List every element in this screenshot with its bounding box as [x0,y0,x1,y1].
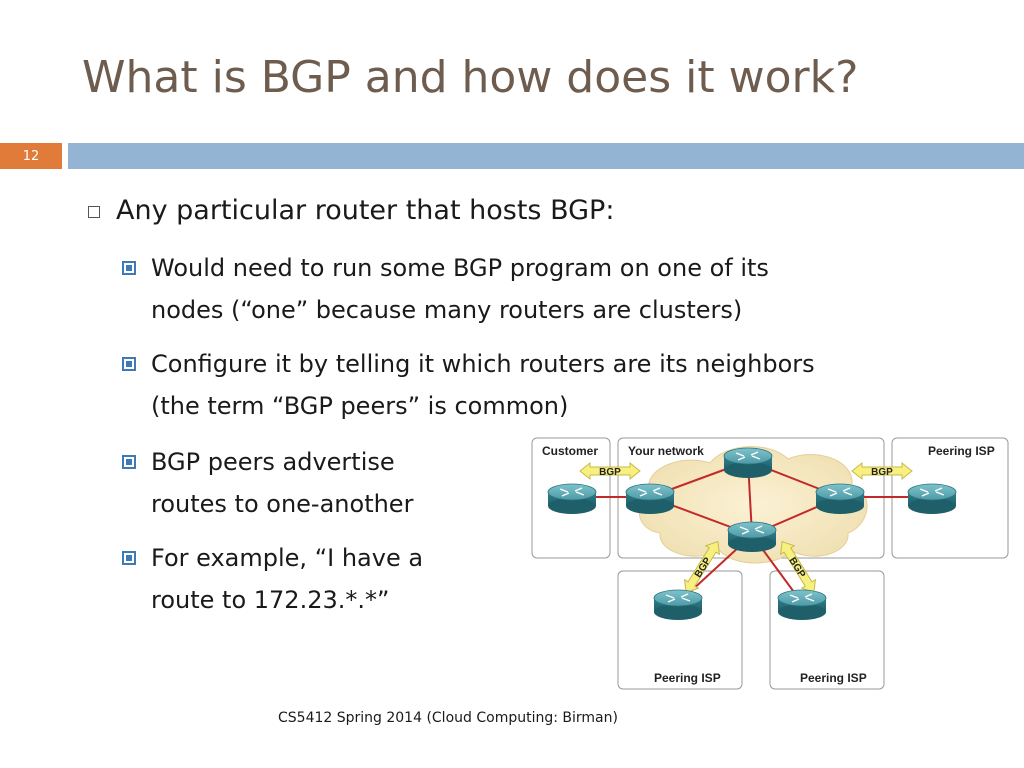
peering-isp-right-router-icon [907,483,957,515]
bullet-text-line-1: BGP peers advertise [151,448,395,476]
network-cloud [639,446,868,564]
peering-isp-bottom-right-router-icon [777,589,827,621]
bgp-arrow-label: BGP [871,467,893,478]
network-router-top-icon [723,447,773,479]
slide-number: 12 [0,143,62,169]
bullet-text-line-2: routes to one-another [151,490,414,518]
sub-bullet-configure-neighbors: Configure it by telling it which routers… [122,343,972,427]
sub-bullet-run-bgp-program: Would need to run some BGP program on on… [122,247,972,331]
bgp-arrow-customer: BGP [579,461,641,481]
network-router-right-icon [815,483,865,515]
peering-isp-bottom-left-router-icon [653,589,703,621]
filled-square-bullet-icon [122,261,136,275]
bullet-text-line-1: Would need to run some BGP program on on… [151,254,769,282]
network-router-bottom-icon [727,521,777,553]
bullet-text-line-1: For example, “I have a [151,544,424,572]
bgp-arrow-label: BGP [599,467,621,478]
bullet-text-line-1: Configure it by telling it which routers… [151,350,815,378]
bullet-text-line-2: nodes (“one” because many routers are cl… [151,296,743,324]
slide-footer: CS5412 Spring 2014 (Cloud Computing: Bir… [278,710,618,726]
network-router-left-icon [625,483,675,515]
bullet-text: Any particular router that hosts BGP: [116,195,615,226]
customer-label: Customer [542,444,598,458]
slide-title: What is BGP and how does it work? [82,52,859,103]
sub-bullet-for-example: For example, “I have a route to 172.23.*… [122,537,482,621]
bullet-router-hosts-bgp: Any particular router that hosts BGP: [88,190,614,232]
filled-square-bullet-icon [122,455,136,469]
bullet-text-line-2: route to 172.23.*.*” [151,586,390,614]
filled-square-bullet-icon [122,357,136,371]
filled-square-bullet-icon [122,551,136,565]
peering-isp-bottom-left-label: Peering ISP [654,671,721,685]
title-underline-bar [68,143,1024,169]
hollow-square-bullet-icon [88,206,100,218]
peering-isp-bottom-right-label: Peering ISP [800,671,867,685]
bgp-network-diagram: BGP BGP BGP BGP Customer Your network Pe… [530,435,1010,693]
peering-isp-right-label: Peering ISP [928,444,995,458]
customer-router-icon [547,483,597,515]
bullet-text-line-2: (the term “BGP peers” is common) [151,392,569,420]
sub-bullet-peers-advertise: BGP peers advertise routes to one-anothe… [122,441,482,525]
your-network-label: Your network [628,444,704,458]
peering-isp-bottom-left-box [617,570,743,690]
bgp-arrow-peering-right: BGP [851,461,913,481]
